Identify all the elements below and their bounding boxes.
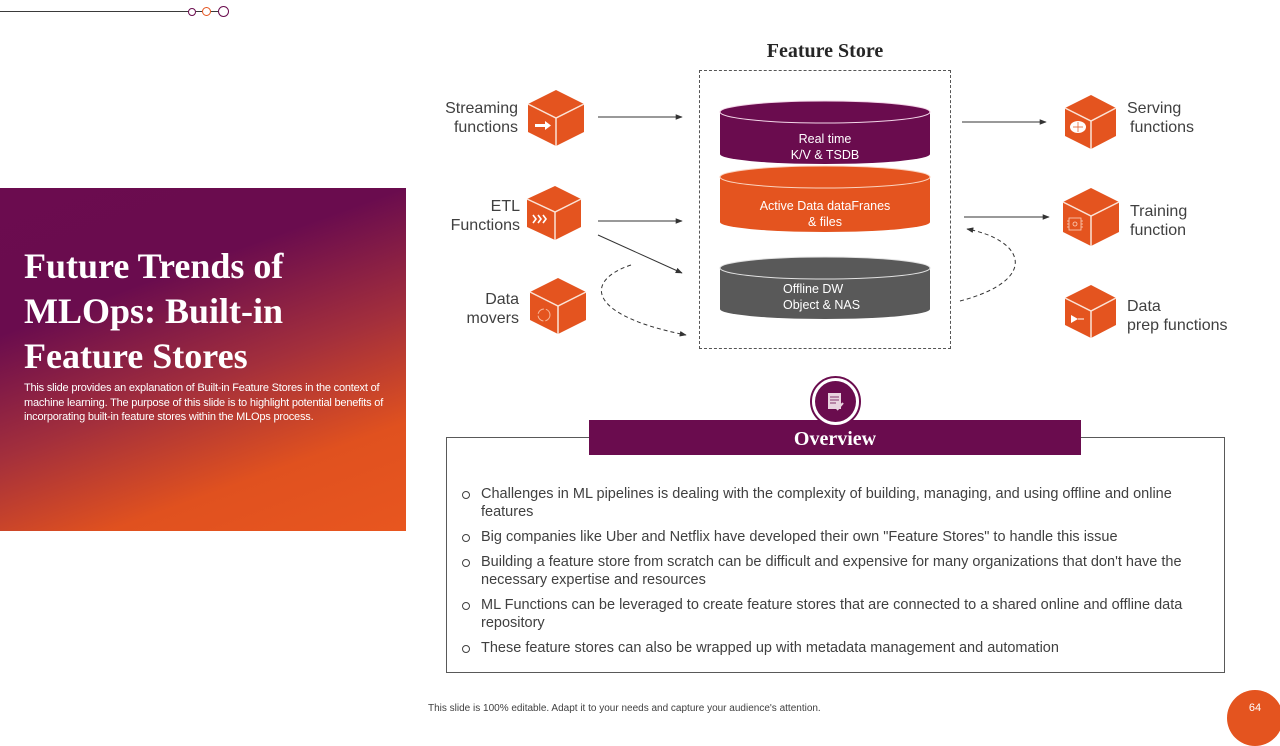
list-item: Challenges in ML pipelines is dealing wi… (462, 485, 1202, 521)
slide-title: Future Trends of MLOps: Built-in Feature… (24, 246, 284, 376)
bullet-circle-icon (462, 602, 470, 610)
cycle-icon (537, 308, 551, 322)
top-decoration-line (0, 11, 190, 12)
slide-description: This slide provides an explanation of Bu… (24, 382, 384, 423)
document-edit-icon (828, 393, 844, 411)
output-label-serving: Serving functions (1127, 100, 1195, 136)
bullet-circle-icon (462, 491, 470, 499)
output-label-data-prep: Data prep functions (1127, 298, 1228, 334)
brain-icon (1070, 121, 1086, 133)
list-item: ML Functions can be leveraged to create … (462, 596, 1202, 632)
list-item: Building a feature store from scratch ca… (462, 553, 1202, 589)
data-movers-cube-icon (529, 278, 587, 334)
diagram-graphics (526, 90, 1120, 338)
feature-store-title: Feature Store (766, 40, 884, 62)
decoration-circle-large (218, 6, 229, 17)
bullet-circle-icon (462, 559, 470, 567)
streaming-cube-icon (527, 90, 585, 146)
data-prep-cube-icon (1064, 285, 1117, 338)
decoration-circle-small (188, 8, 196, 16)
bullet-circle-icon (462, 645, 470, 653)
cylinder-real-time (719, 100, 931, 164)
footer-note: This slide is 100% editable. Adapt it to… (428, 703, 821, 714)
data-movers-dashed-arrow (601, 264, 687, 337)
data-prep-dashed-arrow (959, 227, 1016, 302)
etl-cube-icon (526, 186, 582, 240)
overview-bullet-list: Challenges in ML pipelines is dealing wi… (462, 485, 1202, 664)
cylinder-active-data (719, 165, 931, 232)
title-panel (0, 188, 406, 531)
input-label-etl: ETL Functions (450, 198, 520, 234)
overview-icon-circle (815, 381, 856, 422)
store-label-offline: Offline DW Object & NAS (783, 282, 861, 312)
output-label-training: Training function (1130, 203, 1188, 239)
list-item: These feature stores can also be wrapped… (462, 639, 1202, 657)
feature-store-box (699, 70, 951, 349)
decoration-connector (196, 11, 202, 12)
page-number-badge: 64 (1227, 690, 1280, 746)
play-icon (1071, 315, 1084, 323)
chevrons-right-icon (532, 214, 547, 224)
cylinder-offline (719, 256, 931, 319)
etl-offline-arrow (597, 234, 683, 274)
store-label-real-time: Real time K/V & TSDB (790, 132, 860, 162)
input-label-streaming: Streaming functions (445, 100, 518, 136)
arrow-right-icon (535, 121, 551, 130)
bullet-circle-icon (462, 534, 470, 542)
list-item: Big companies like Uber and Netflix have… (462, 528, 1202, 546)
chip-icon (1067, 217, 1083, 231)
input-label-data-movers: Data movers (466, 291, 519, 327)
store-label-active-data: Active Data dataFranes & files (759, 199, 891, 229)
training-cube-icon (1062, 188, 1120, 246)
serving-cube-icon (1064, 95, 1117, 149)
decoration-connector (211, 11, 218, 12)
decoration-circle-medium (202, 7, 211, 16)
